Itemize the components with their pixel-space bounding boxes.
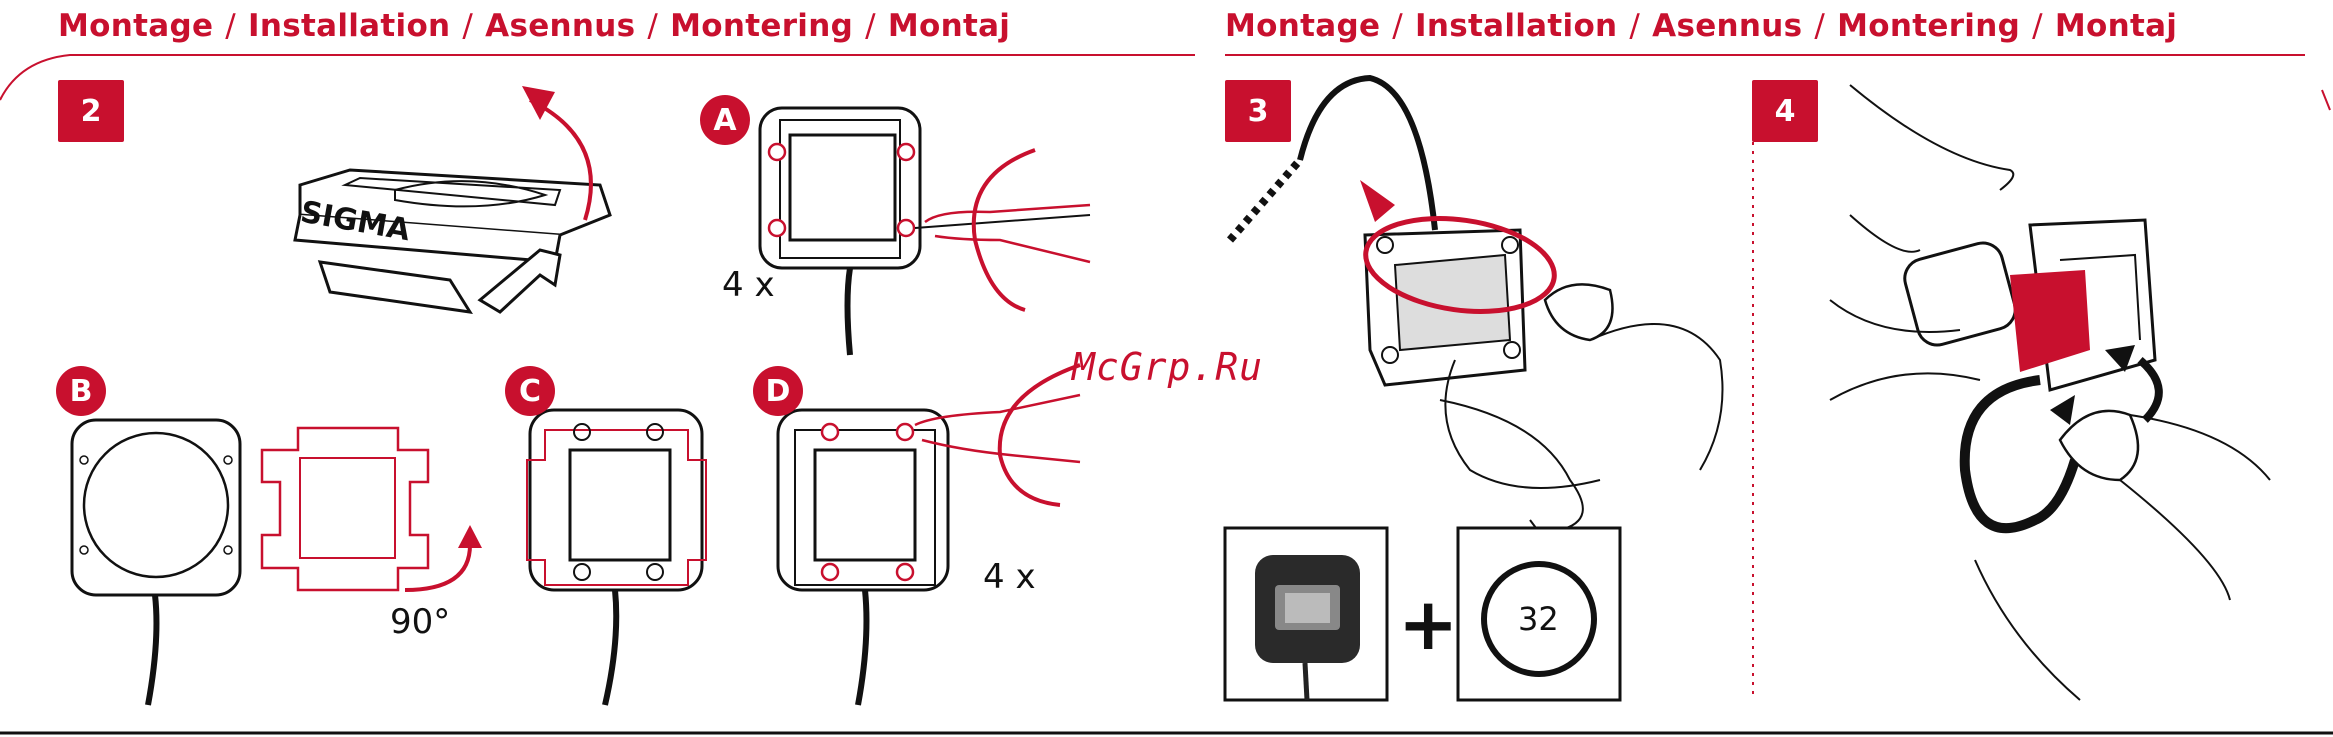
watermark: McGrp.Ru [1072,345,1263,389]
rotation-label: 90° [390,602,450,642]
step3-illustration [1230,78,1723,560]
substep-b-badge: B [56,366,106,416]
screw-count-d: 4 x [983,557,1036,597]
panel-d-illustration [778,365,1080,705]
computer-mount-illustration [295,86,610,312]
substep-d-badge: D [753,366,803,416]
ring-size-label: 32 [1518,600,1559,638]
screw-count-a: 4 x [722,265,775,305]
substep-c-badge: C [505,366,555,416]
step-2-badge: 2 [58,80,124,142]
step-4-badge: 4 [1752,80,1818,142]
plus-sign: + [1398,582,1458,666]
edge-mark [2322,90,2330,110]
step-3-badge: 3 [1225,80,1291,142]
panel-b-illustration [72,420,482,705]
panel-a-illustration [760,108,1090,355]
substep-a-badge: A [700,95,750,145]
step4-illustration [1830,85,2270,700]
header-rule-left [0,55,1195,100]
sensor-photo-box [1225,528,1387,700]
panel-c-illustration [527,410,706,705]
